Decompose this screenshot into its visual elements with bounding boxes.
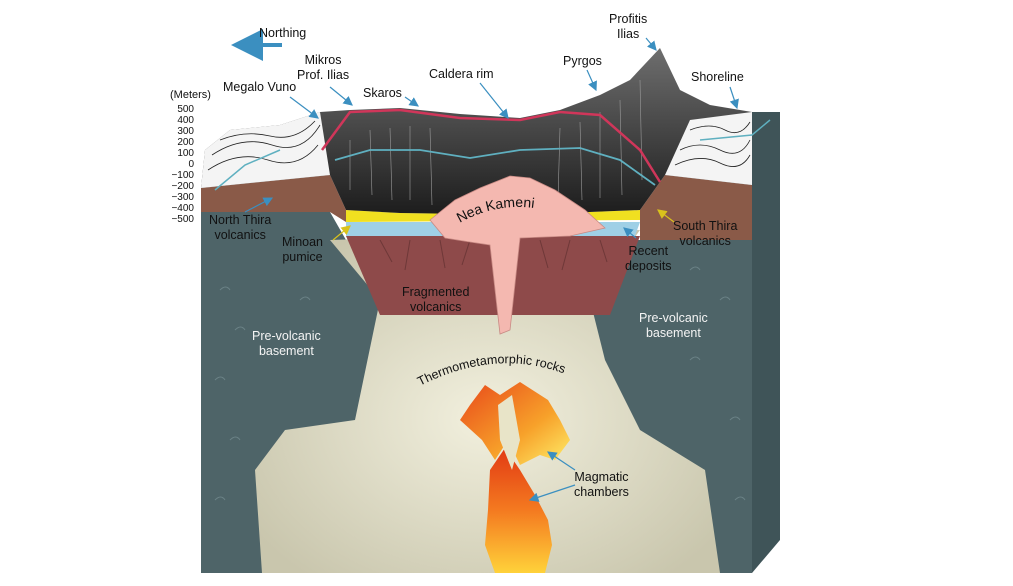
basement-right-line1: Pre-volcanic	[639, 311, 708, 325]
elevation-tick-label: 0	[188, 159, 194, 170]
south-thira-volcanics-label: South Thira volcanics	[673, 219, 737, 249]
pointer-megalo-vuno	[289, 96, 319, 119]
pointer-profitis	[645, 37, 657, 51]
elevation-tick-label: −400	[171, 203, 194, 214]
caldera-rim-line	[320, 108, 662, 183]
pointer-recent-deposits	[623, 227, 637, 239]
recent-deposits-label: Recent deposits	[625, 244, 672, 274]
inner-contour-line	[334, 147, 656, 186]
pointer-caldera-rim	[479, 82, 509, 119]
shoreline-label: Shoreline	[691, 70, 744, 84]
shoreline-line	[699, 119, 771, 141]
magmatic-chambers-label: Magmatic chambers	[574, 470, 629, 500]
minoan-line1: Minoan	[282, 235, 323, 249]
minoan-pumice-label: Minoan pumice	[282, 235, 323, 265]
recent-line2: deposits	[625, 259, 672, 273]
pointer-pyrgos	[586, 69, 597, 92]
elevation-tick-label: 200	[177, 137, 194, 148]
recent-line1: Recent	[628, 244, 669, 258]
basement-texture	[214, 266, 746, 501]
pointer-north-thira	[244, 197, 274, 213]
pre-volcanic-basement-left-label: Pre-volcanic basement	[252, 329, 321, 359]
pointer-magmatic-lower	[528, 484, 576, 502]
north-thira-line2: volcanics	[214, 228, 266, 242]
minoan-line2: pumice	[282, 250, 323, 264]
basement-right-line2: basement	[645, 326, 701, 340]
terrain-hatching	[349, 79, 643, 206]
pyrgos-label: Pyrgos	[563, 54, 602, 68]
pointer-mikros	[329, 86, 353, 106]
south-thira-line1: South Thira	[673, 219, 738, 233]
pointer-south-thira	[657, 209, 675, 223]
magmatic-chamber-lower	[485, 448, 552, 573]
contour-lines	[207, 120, 751, 171]
mikros-line1: Mikros	[304, 53, 342, 67]
caldera-rim-label: Caldera rim	[429, 67, 494, 81]
block-right-face	[752, 112, 780, 573]
south-thira-line2: volcanics	[679, 234, 731, 248]
island-contours-north	[201, 112, 330, 188]
pointer-magmatic-upper	[547, 451, 576, 471]
pre-volcanic-basement-right-label: Pre-volcanic basement	[639, 311, 708, 341]
mikros-prof-ilias-label: Mikros Prof. Ilias	[297, 53, 349, 83]
elevation-tick-label: 100	[177, 148, 194, 159]
nea-kameni-island	[429, 175, 606, 335]
profitis-ilias-label: Profitis Ilias	[609, 12, 647, 42]
northing-label: Northing	[259, 26, 307, 40]
elevation-tick-label: −200	[171, 181, 194, 192]
mikros-line2: Prof. Ilias	[297, 68, 350, 82]
elevation-tick-label: 300	[177, 126, 194, 137]
magmatic-line1: Magmatic	[574, 470, 629, 484]
terrain-surface	[201, 48, 752, 214]
north-thira-volcanics-label: North Thira volcanics	[209, 213, 271, 243]
magmatic-line2: chambers	[574, 485, 629, 499]
elevation-tick-label: −100	[171, 170, 194, 181]
north-thira-line1: North Thira	[209, 213, 272, 227]
basement-left-line2: basement	[258, 344, 314, 358]
basement-left-line1: Pre-volcanic	[252, 329, 321, 343]
elevation-tick-label: −500	[171, 214, 194, 225]
fragmented-line2: volcanics	[409, 300, 462, 314]
pointer-minoan-pumice	[332, 225, 351, 241]
fragmented-line1: Fragmented	[402, 285, 470, 299]
shoreline-line-north	[214, 149, 281, 191]
elevation-unit-label: (Meters)	[170, 89, 211, 101]
megalo-vuno-label: Megalo Vuno	[223, 80, 297, 94]
fragmented-volcanics	[346, 236, 640, 315]
skaros-label: Skaros	[363, 86, 402, 100]
profitis-line1: Profitis	[609, 12, 648, 26]
fragment-lines	[379, 239, 608, 271]
north-thira-volcanics	[201, 175, 346, 222]
profitis-line2: Ilias	[616, 27, 640, 41]
elevation-tick-label: 500	[177, 104, 194, 115]
magma-channel	[498, 395, 520, 470]
elevation-tick-label: 400	[177, 115, 194, 126]
fragmented-volcanics-label: Fragmented volcanics	[402, 285, 469, 315]
pointer-skaros	[404, 96, 419, 107]
pointer-shoreline	[729, 86, 739, 110]
elevation-tick-label: −300	[171, 192, 194, 203]
south-thira-volcanics	[640, 175, 752, 240]
